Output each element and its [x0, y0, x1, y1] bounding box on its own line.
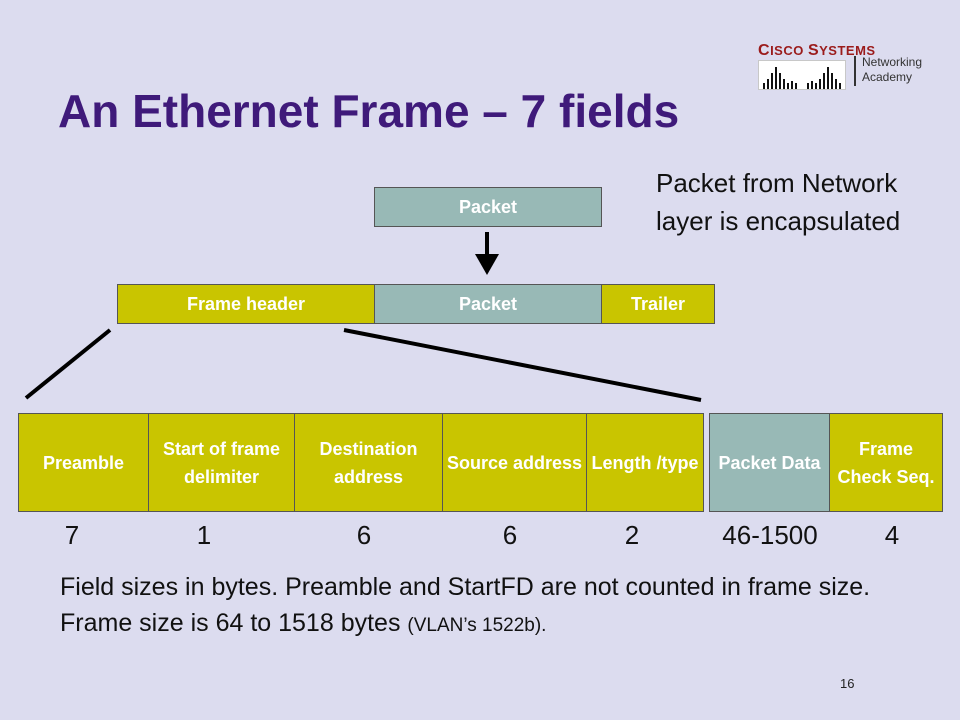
field-packet-data: Packet Data — [709, 413, 830, 512]
field-frame-check-seq: Frame Check Seq. — [829, 413, 943, 512]
page-number: 16 — [840, 676, 855, 691]
expand-line-right — [343, 328, 702, 402]
cisco-bridge-bars-icon — [758, 60, 846, 90]
expand-line-left — [24, 328, 112, 400]
size-frame-check-seq: 4 — [884, 520, 900, 550]
cisco-systems-wordmark: CISCO SYSTEMS — [758, 42, 876, 59]
networking-academy-text: Networking Academy — [862, 55, 923, 84]
frame-trailer-box: Trailer — [601, 284, 715, 324]
frame-packet-box: Packet — [374, 284, 602, 324]
encapsulation-note: Packet from Network layer is encapsulate… — [656, 168, 901, 236]
encapsulation-arrow-head-icon — [475, 254, 499, 275]
size-start-frame-delimiter: 1 — [196, 520, 212, 550]
logo-divider — [854, 56, 856, 86]
size-destination-address: 6 — [356, 520, 372, 550]
field-length-type: Length /type — [586, 413, 704, 512]
field-start-frame-delimiter: Start of frame delimiter — [148, 413, 295, 512]
size-packet-data: 46-1500 — [722, 520, 818, 550]
cisco-networking-academy-logo: CISCO SYSTEMS Networking Academy — [756, 42, 936, 92]
size-preamble: 7 — [64, 520, 80, 550]
network-packet-box: Packet — [374, 187, 602, 227]
field-source-address: Source address — [442, 413, 587, 512]
size-length-type: 2 — [624, 520, 640, 550]
page-title: An Ethernet Frame – 7 fields — [58, 85, 680, 137]
size-source-address: 6 — [502, 520, 518, 550]
frame-header-box: Frame header — [117, 284, 375, 324]
field-preamble: Preamble — [18, 413, 149, 512]
field-destination-address: Destination address — [294, 413, 443, 512]
field-size-caption: Field sizes in bytes. Preamble and Start… — [60, 573, 871, 637]
